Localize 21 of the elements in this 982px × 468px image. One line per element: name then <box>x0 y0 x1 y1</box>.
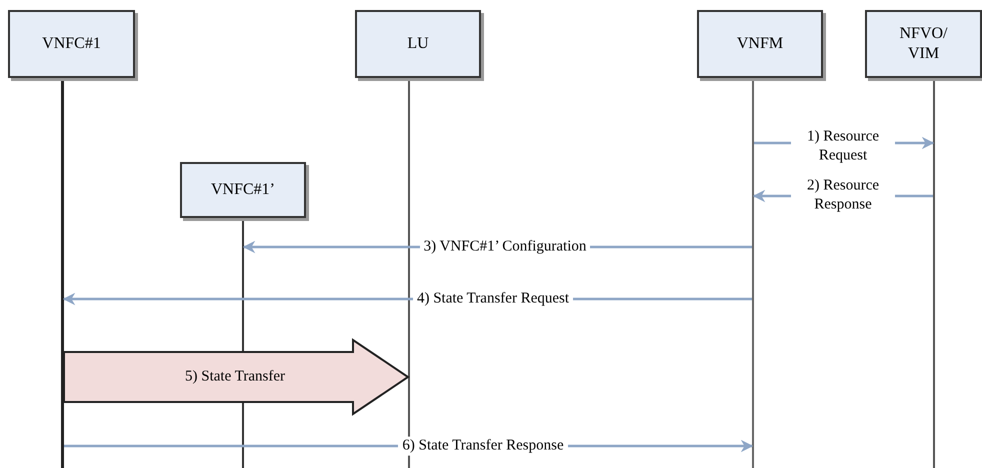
participant-name: VNFM <box>736 34 784 54</box>
edge-label: 4) State Transfer Request <box>412 290 574 308</box>
participant-box <box>697 10 823 78</box>
edge-label: 2) Resource Response <box>791 176 895 214</box>
participant-box <box>180 162 306 218</box>
participant-box <box>8 10 135 78</box>
lifeline <box>408 80 410 468</box>
lifeline <box>752 80 754 468</box>
edge-label: 3) VNFC#1’ Configuration <box>420 238 590 256</box>
edge-label: 6) State Transfer Response <box>398 436 568 456</box>
participant-name: NFVO/ VIM <box>898 24 948 64</box>
lifeline <box>933 80 935 468</box>
lifeline <box>61 80 64 468</box>
participant-name: VNFC#1 <box>42 34 101 54</box>
edge-label: 1) Resource Request <box>791 127 895 165</box>
block-arrow <box>63 338 410 416</box>
edge-label: 5) State Transfer <box>184 368 286 386</box>
participant-name: VNFC#1’ <box>210 180 275 200</box>
participant-name: LU <box>407 34 429 54</box>
participant-box <box>355 10 481 78</box>
participant-box <box>865 10 982 78</box>
